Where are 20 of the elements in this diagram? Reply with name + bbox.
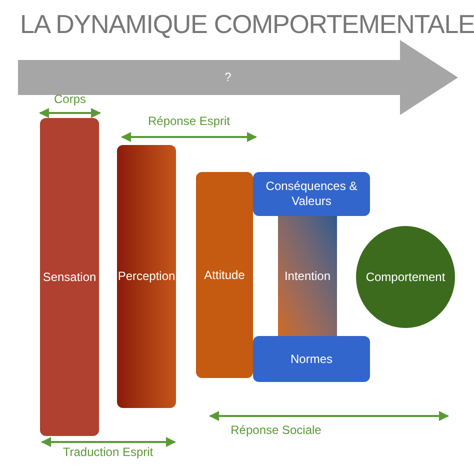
node-label: ? — [224, 70, 232, 85]
stage-bar — [117, 145, 176, 408]
timeline-arrow — [18, 40, 458, 115]
node-label: Intention — [283, 268, 332, 284]
node-label: Comportement — [364, 270, 446, 284]
stage-bar — [40, 118, 99, 436]
span-label: Réponse Esprit — [148, 114, 230, 129]
stage-bar — [196, 172, 253, 378]
factor-box — [253, 336, 370, 382]
node-label: Normes — [289, 352, 334, 366]
node-label: Attitude — [203, 268, 246, 282]
span-label: Corps — [54, 92, 86, 107]
title: LA DYNAMIQUE COMPORTEMENTALE — [20, 8, 474, 40]
stage-bar — [278, 216, 337, 336]
span-label: Réponse Sociale — [230, 423, 322, 438]
span-label: Traduction Esprit — [62, 445, 154, 460]
factor-box — [253, 172, 370, 216]
node-label: Conséquences & Valeurs — [264, 179, 358, 209]
node-label: Perception — [116, 269, 176, 284]
node-label: Sensation — [42, 270, 98, 284]
